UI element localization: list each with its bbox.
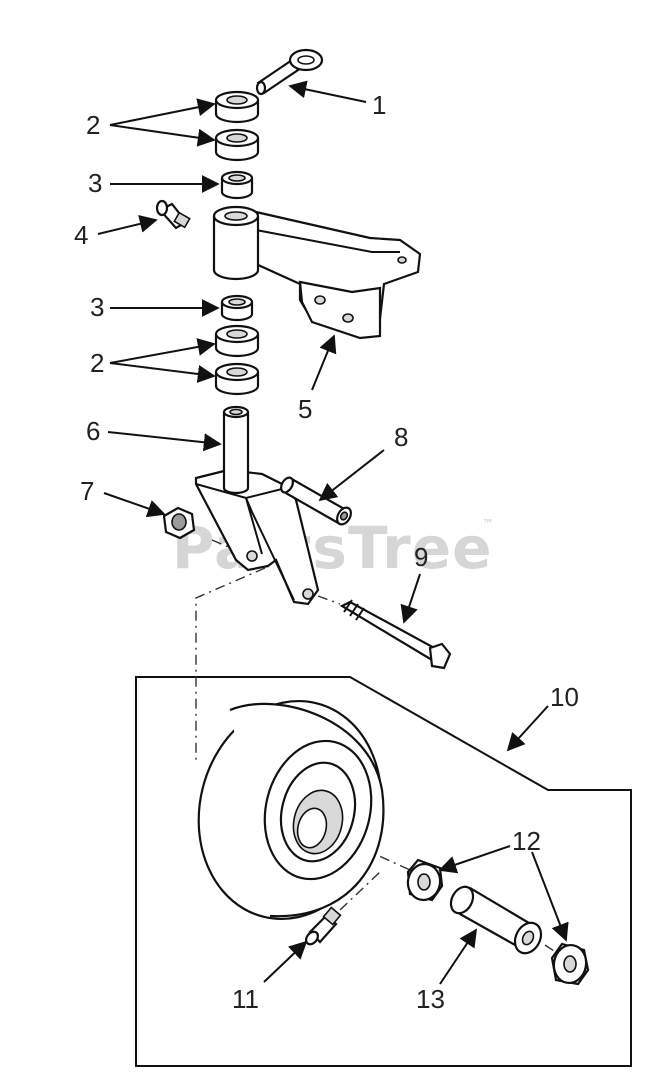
part-6-caster-fork (194, 405, 320, 606)
callout-2-upper: 2 (86, 110, 100, 140)
callout-10: 10 (550, 682, 579, 712)
centerline-caster-to-wheel (195, 567, 266, 760)
wheel-assembly-outline (135, 676, 632, 1067)
callout-11: 11 (232, 984, 259, 1014)
part-11-grease-fitting (304, 906, 342, 946)
part-1-pin (255, 48, 324, 96)
callout-6: 6 (86, 416, 100, 446)
callout-3-lower: 3 (90, 292, 104, 322)
callout-5: 5 (298, 394, 312, 424)
callout-12: 12 (512, 826, 541, 856)
part-2-washer-upper-a (214, 90, 260, 124)
part-2-washer-upper-b (214, 128, 260, 162)
part-7-lock-nut (162, 506, 196, 540)
part-9-bolt (339, 599, 452, 670)
part-13-axle-spacer (449, 885, 543, 955)
callout-1: 1 (372, 90, 386, 120)
part-2-washer-lower-a (214, 324, 260, 358)
part-12-bearing-b (550, 942, 590, 986)
part-3-bushing-lower (220, 294, 254, 322)
part-4-grease-fitting (155, 199, 191, 230)
callout-9: 9 (414, 542, 428, 572)
part-10-wheel (197, 699, 385, 921)
callout-4: 4 (74, 220, 88, 250)
watermark-trademark: ™ (482, 517, 494, 531)
callout-7: 7 (80, 476, 94, 506)
callout-3-upper: 3 (88, 168, 102, 198)
callout-8: 8 (394, 422, 408, 452)
callout-2-lower: 2 (90, 348, 104, 378)
part-3-bushing-upper (220, 170, 254, 200)
callout-13: 13 (416, 984, 445, 1014)
part-2-washer-lower-b (214, 362, 260, 396)
part-12-bearing-a (406, 858, 444, 902)
leader-lines (97, 80, 569, 985)
part-5-caster-bracket (212, 205, 422, 340)
